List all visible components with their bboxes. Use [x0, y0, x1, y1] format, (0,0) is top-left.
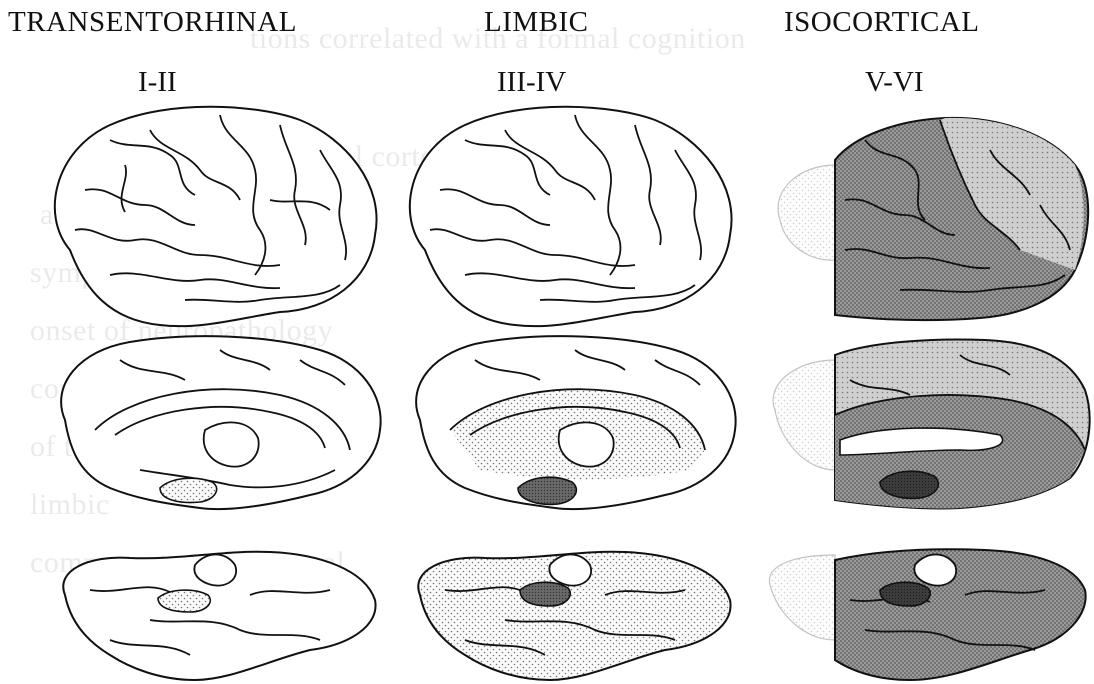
- brain-lateral-stage-3: [835, 118, 1088, 320]
- stage-range-3: V-VI: [865, 66, 924, 99]
- stage-title-limbic: LIMBIC: [484, 6, 589, 39]
- brain-basal-stage-1: [63, 552, 375, 680]
- brain-lateral-stage-2: [410, 107, 732, 326]
- stage-title-transentorhinal: TRANSENTORHINAL: [8, 6, 297, 39]
- brain-basal-stage-3: [835, 549, 1086, 680]
- brain-medial-stage-3: [835, 340, 1090, 509]
- stage-title-isocortical: ISOCORTICAL: [784, 6, 980, 39]
- brain-medial-stage-2: [416, 336, 736, 509]
- stage-range-1: I-II: [138, 66, 177, 99]
- ghost-outline-stage-3: [769, 165, 835, 640]
- brain-basal-stage-2: [418, 552, 730, 680]
- brain-medial-stage-1: [61, 336, 381, 509]
- stage-range-2: III-IV: [497, 66, 566, 99]
- brain-lateral-stage-1: [55, 107, 377, 326]
